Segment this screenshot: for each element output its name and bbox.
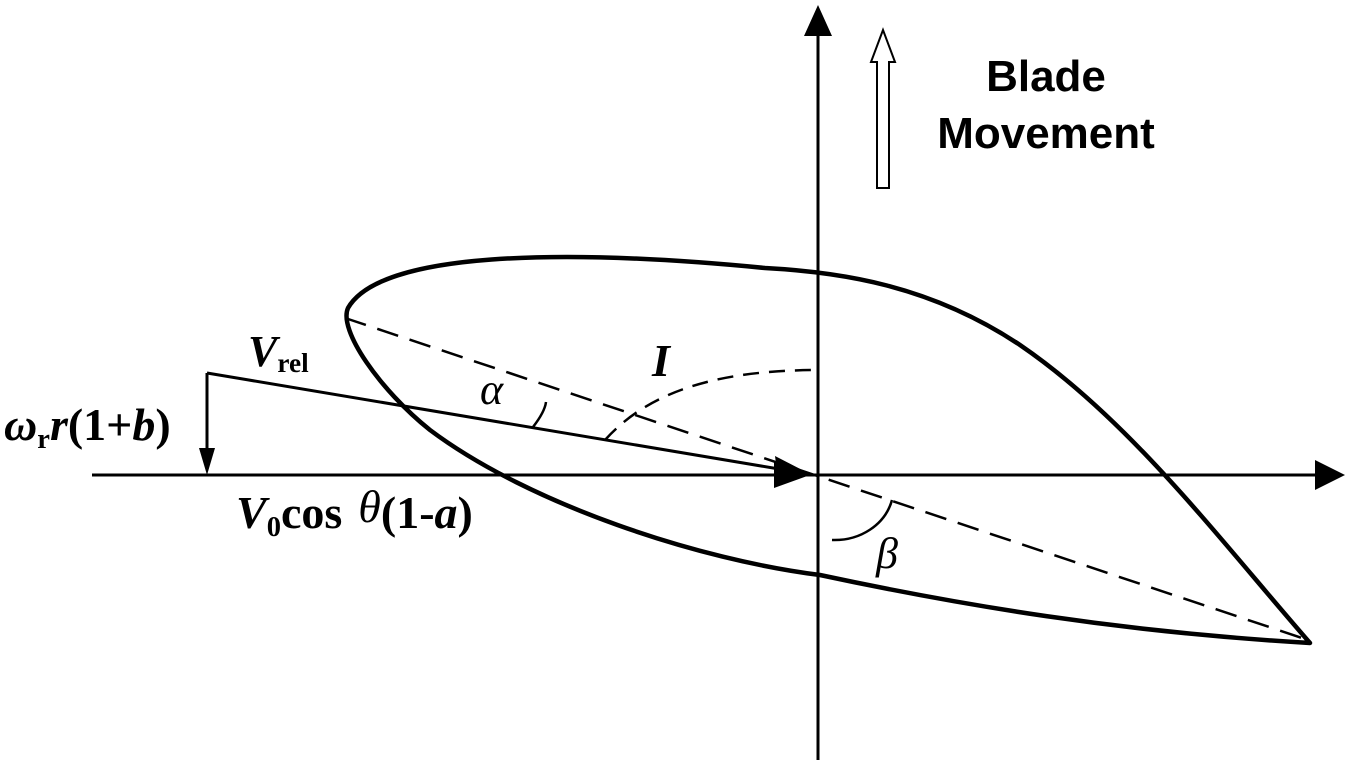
- alpha-label: α: [480, 365, 504, 414]
- vertical-axis-arrowhead: [804, 5, 832, 36]
- v0-subscript: 0: [266, 512, 281, 543]
- blade-movement-line1: Blade: [986, 52, 1106, 101]
- v0-symbol: V: [236, 487, 267, 538]
- blade-movement-line2: Movement: [937, 109, 1155, 158]
- tangential-paren-open: (1+: [67, 399, 133, 450]
- tangential-paren-close: ): [155, 399, 171, 450]
- v-rel-subscript: rel: [277, 348, 309, 378]
- blade-movement-arrow: [869, 27, 897, 189]
- omega-symbol: ω: [4, 399, 38, 450]
- beta-label: β: [876, 529, 898, 578]
- airfoil-outline: [344, 254, 1313, 646]
- tangential-velocity-arrowhead: [199, 448, 215, 475]
- tangential-b-symbol: b: [132, 399, 156, 450]
- alpha-arc: [532, 401, 548, 428]
- horizontal-axis-arrowhead: [1315, 460, 1345, 490]
- v-rel-symbol: V: [248, 327, 278, 376]
- beta-arc: [831, 499, 894, 542]
- cos-text: cos: [280, 487, 343, 538]
- incidence-arc: [604, 368, 821, 441]
- axial-a-symbol: a: [434, 487, 458, 538]
- radius-symbol: r: [49, 399, 68, 450]
- incidence-label: I: [652, 335, 670, 386]
- v-rel-label: Vrel: [248, 327, 309, 377]
- axial-paren-close: ): [457, 487, 473, 538]
- relative-velocity-vector: [206, 371, 786, 472]
- blade-movement-label: Blade Movement: [915, 48, 1177, 162]
- theta-symbol: θ: [358, 481, 381, 532]
- axial-velocity-arrowhead: [774, 462, 810, 488]
- omega-subscript: r: [37, 424, 50, 455]
- axial-paren-open: (1-: [380, 487, 435, 538]
- tangential-velocity-label: ωrr(1+b): [4, 399, 171, 454]
